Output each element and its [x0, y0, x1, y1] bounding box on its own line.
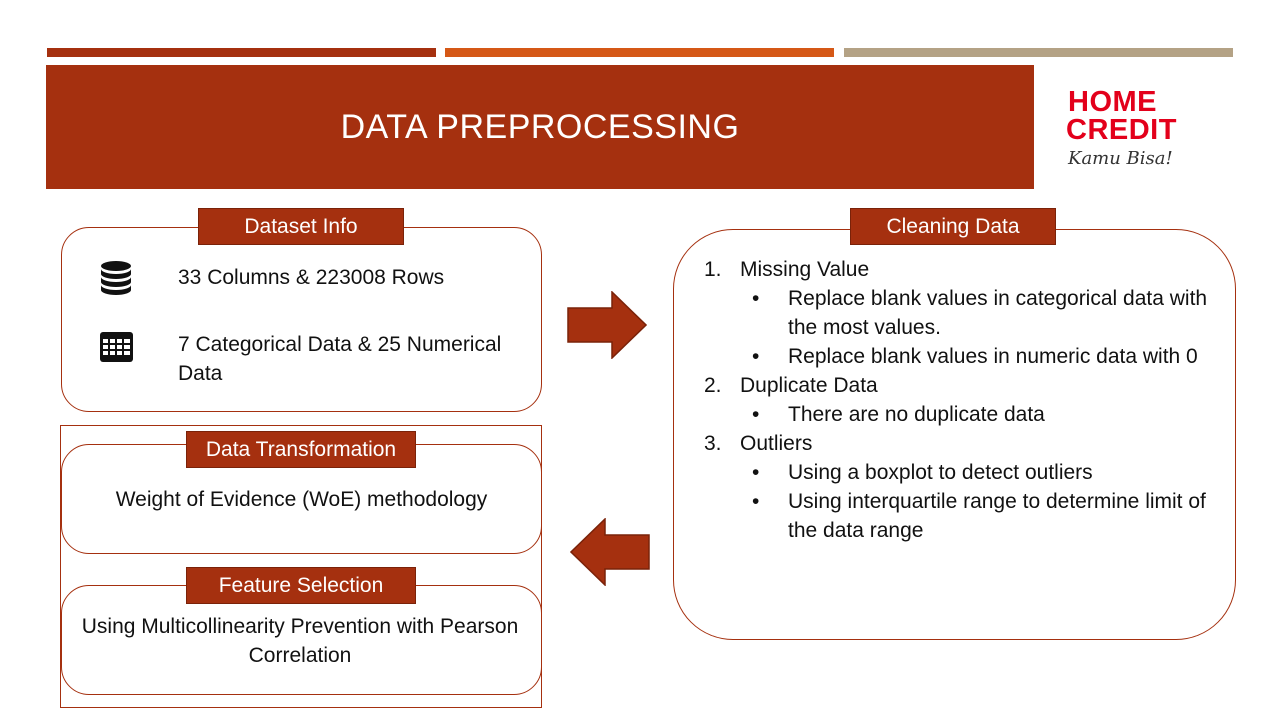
- cleaning-data-heading: Cleaning Data: [850, 208, 1056, 245]
- dataset-types-text: 7 Categorical Data & 25 Numerical Data: [178, 333, 502, 385]
- list-bullet: •Using interquartile range to determine …: [752, 490, 1206, 542]
- list-label: Outliers: [740, 432, 813, 455]
- logo-tagline: Kamu Bisa!: [1068, 148, 1173, 169]
- list-bullet: •Using a boxplot to detect outliers: [752, 461, 1093, 484]
- arrow-left-icon: [570, 518, 650, 586]
- feature-selection-heading: Feature Selection: [186, 567, 416, 604]
- list-label: Missing Value: [740, 258, 870, 281]
- bullet-text: Using interquartile range to determine l…: [788, 490, 1206, 542]
- dataset-rows-text: 33 Columns & 223008 Rows: [178, 266, 445, 289]
- list-number: 2.: [704, 374, 722, 397]
- accent-bar-3: [844, 48, 1233, 57]
- cleaning-data-panel: [673, 229, 1236, 640]
- feature-selection-text: Using Multicollinearity Prevention with …: [81, 615, 519, 667]
- page-title: DATA PREPROCESSING: [340, 107, 740, 146]
- bullet-text: There are no duplicate data: [788, 403, 1045, 426]
- logo-line-2: CREDIT: [1066, 114, 1177, 146]
- bullet-text: Replace blank values in categorical data…: [788, 287, 1208, 339]
- list-item: 1. Missing Value: [700, 255, 1210, 284]
- accent-bar-2: [445, 48, 834, 57]
- cleaning-data-list: 1. Missing Value •Replace blank values i…: [700, 255, 1210, 545]
- data-transformation-text: Weight of Evidence (WoE) methodology: [115, 488, 488, 511]
- transform-feature-frame: [60, 425, 542, 708]
- list-bullet: •There are no duplicate data: [752, 403, 1045, 426]
- home-credit-logo: HOME CREDIT Kamu Bisa!: [1066, 88, 1206, 172]
- logo-line-1: HOME: [1068, 86, 1157, 118]
- data-transformation-heading: Data Transformation: [186, 431, 416, 468]
- arrow-right-icon: [567, 291, 647, 359]
- dataset-info-heading: Dataset Info: [198, 208, 404, 245]
- list-bullet: •Replace blank values in categorical dat…: [752, 287, 1208, 339]
- list-item: 3. Outliers: [700, 429, 1210, 458]
- title-band: DATA PREPROCESSING: [46, 65, 1034, 189]
- bullet-text: Replace blank values in numeric data wit…: [788, 345, 1198, 368]
- list-bullet: •Replace blank values in numeric data wi…: [752, 345, 1198, 368]
- bullet-text: Using a boxplot to detect outliers: [788, 461, 1093, 484]
- table-icon: [100, 332, 133, 362]
- list-number: 1.: [704, 258, 722, 281]
- list-label: Duplicate Data: [740, 374, 878, 397]
- list-item: 2. Duplicate Data: [700, 371, 1210, 400]
- accent-bar-1: [47, 48, 436, 57]
- dataset-info-panel: [61, 227, 542, 412]
- list-number: 3.: [704, 432, 722, 455]
- database-icon: [101, 261, 131, 295]
